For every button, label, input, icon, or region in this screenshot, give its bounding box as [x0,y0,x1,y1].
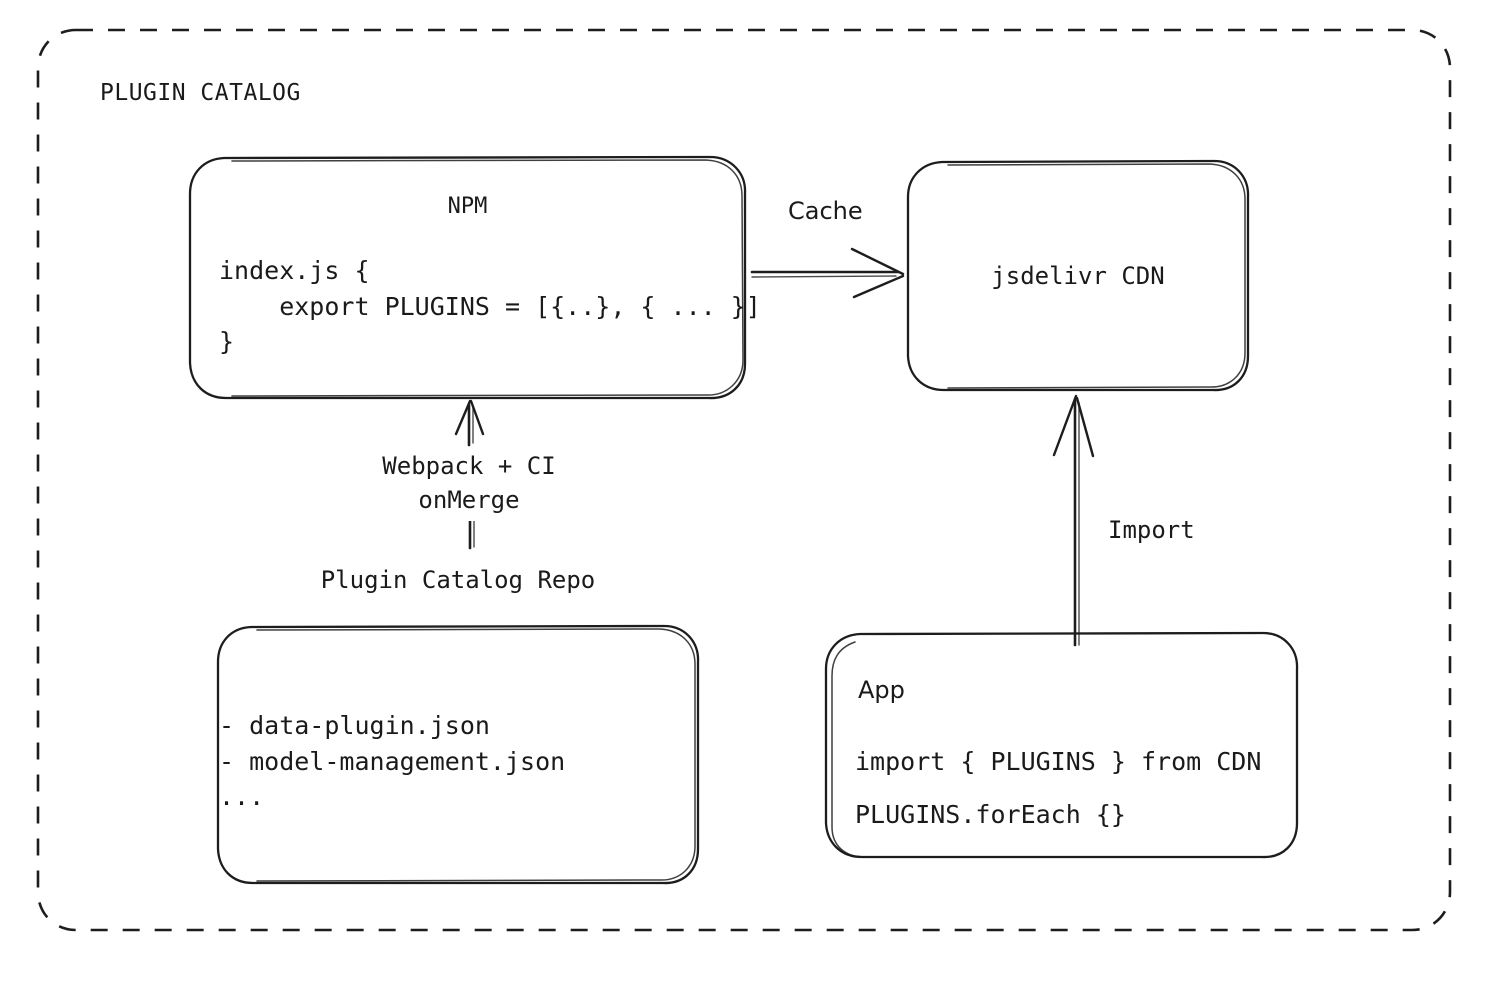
plugin-catalog-title: PLUGIN CATALOG [100,80,301,106]
repo-list-item-2: - model-management.json [219,746,566,776]
edge-label-import: Import [1108,516,1195,544]
repo-node-file-list: - data-plugin.json - model-management.js… [219,708,565,815]
npm-code-line-2: export PLUGINS = [{..}, { ... }] [219,291,761,321]
repo-node-title: Plugin Catalog Repo [320,566,596,594]
repo-list-item-1: - data-plugin.json [219,711,490,740]
edge-label-webpack-onmerge: Webpack + CI onMerge [344,447,594,522]
edge-label-webpack-line-1: Webpack + CI [382,452,556,480]
app-node-code: import { PLUGINS } from CDN PLUGINS.forE… [855,736,1261,841]
app-node-title: App [858,676,905,704]
npm-code-line-3: } [219,327,235,356]
app-code-line-1: import { PLUGINS } from CDN [855,747,1262,776]
repo-list-item-3: ... [219,782,265,811]
npm-node-title: NPM [447,194,488,219]
edge-label-webpack-line-2: onMerge [418,486,520,515]
cdn-node-title: jsdelivr CDN [991,262,1165,290]
edge-label-cache: Cache [788,197,863,225]
npm-code-line-1: index.js { [219,256,370,285]
app-code-line-2: PLUGINS.forEach {} [855,799,1126,829]
edge-npm-to-cdn [750,247,905,299]
edge-app-to-cdn [1052,394,1095,647]
npm-node-code: index.js { export PLUGINS = [{..}, { ...… [219,253,761,360]
